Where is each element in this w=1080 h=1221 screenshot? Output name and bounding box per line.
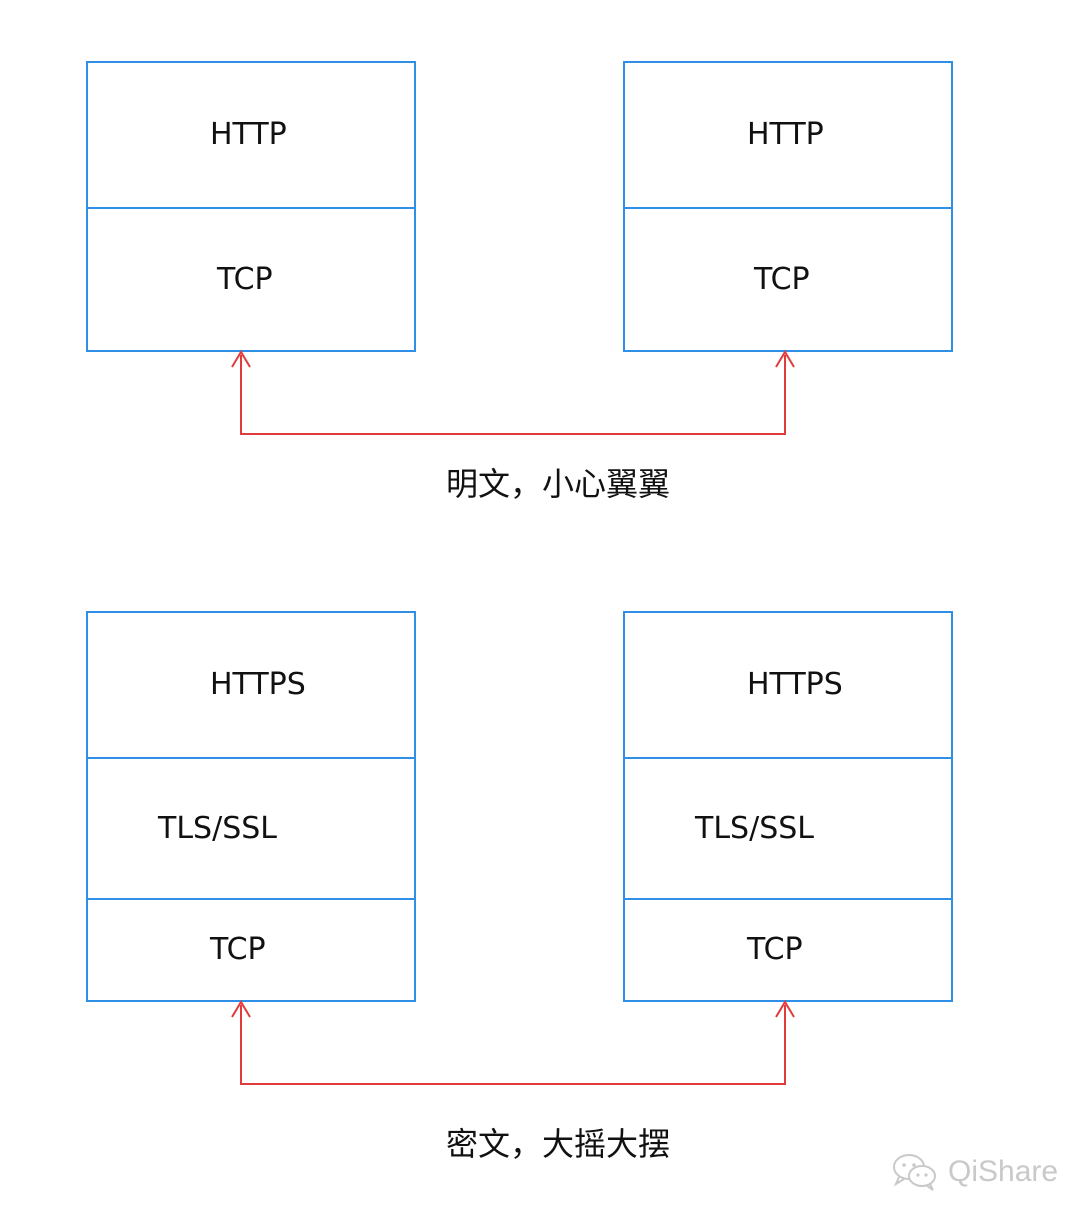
layer-label: HTTPS [747, 667, 843, 702]
arrowhead-left [231, 350, 251, 368]
tcp-layer: TCP [88, 207, 414, 350]
encrypted-right-stack: HTTPS TLS/SSL TCP [623, 611, 953, 1002]
layer-label: TLS/SSL [158, 810, 277, 846]
arrowhead-left [231, 1000, 251, 1018]
encrypted-connector [231, 1000, 795, 1085]
tls-ssl-layer: TLS/SSL [88, 757, 414, 898]
tcp-layer: TCP [625, 898, 951, 1000]
layer-label: TLS/SSL [695, 810, 814, 846]
plaintext-left-stack: HTTP TCP [86, 61, 416, 352]
arrowhead-right [775, 1000, 795, 1018]
https-layer: HTTPS [625, 613, 951, 757]
plaintext-right-stack: HTTP TCP [623, 61, 953, 352]
wechat-icon [893, 1154, 936, 1191]
http-layer: HTTP [625, 63, 951, 207]
encrypted-caption: 密文，大摇大摆 [446, 1125, 671, 1163]
layer-label: TCP [747, 932, 803, 967]
arrowhead-right [775, 350, 795, 368]
layer-label: HTTP [210, 117, 287, 152]
encrypted-left-stack: HTTPS TLS/SSL TCP [86, 611, 416, 1002]
layer-label: TCP [217, 261, 273, 297]
tcp-layer: TCP [88, 898, 414, 1000]
layer-label: HTTP [747, 117, 824, 152]
layer-label: TCP [210, 932, 266, 967]
watermark-text: QiShare [948, 1155, 1059, 1188]
connector-line [240, 355, 786, 435]
plaintext-connector [231, 350, 795, 435]
watermark: QiShare [892, 1150, 1058, 1194]
connector-line [240, 1005, 786, 1085]
https-layer: HTTPS [88, 613, 414, 757]
tcp-layer: TCP [625, 207, 951, 350]
tls-ssl-layer: TLS/SSL [625, 757, 951, 898]
http-layer: HTTP [88, 63, 414, 207]
plaintext-caption: 明文，小心翼翼 [446, 465, 671, 503]
layer-label: HTTPS [210, 667, 306, 702]
layer-label: TCP [754, 261, 810, 297]
